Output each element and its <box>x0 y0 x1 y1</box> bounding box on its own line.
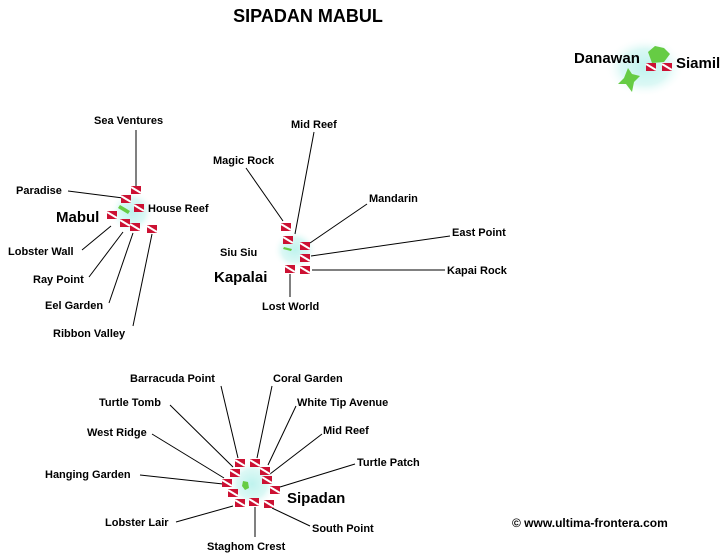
site-label: Ray Point <box>33 274 84 286</box>
mabul-island-shape <box>118 205 130 214</box>
dive-flag-icon <box>284 265 296 273</box>
site-label: Ribbon Valley <box>53 328 126 340</box>
site-label: Mandarin <box>369 193 418 205</box>
dive-flag-icon <box>106 211 118 219</box>
dive-flag-icon <box>299 242 311 250</box>
siamil-island-shape <box>648 46 670 63</box>
dive-flag-icon <box>227 489 239 497</box>
kapalai-label: Kapalai <box>214 269 267 286</box>
mabul-label: Mabul <box>56 209 99 226</box>
site-label: Lost World <box>262 301 319 313</box>
site-label: West Ridge <box>87 427 147 439</box>
site-label: Sea Ventures <box>94 115 163 127</box>
danawan-label: Danawan <box>574 50 640 67</box>
reef-glow <box>605 37 685 97</box>
dive-flag-icon <box>146 225 158 233</box>
site-label: Turtle Patch <box>357 457 420 469</box>
site-label: House Reef <box>148 203 209 215</box>
kapalai-group: Mid Reef Magic Rock Mandarin Siu Siu Eas… <box>213 119 508 313</box>
site-label: East Point <box>452 227 506 239</box>
dive-flag-icon <box>261 476 273 484</box>
dive-flag-icon <box>133 204 145 212</box>
dive-flag-icon <box>120 195 132 203</box>
dive-flag-icon <box>263 500 275 508</box>
sipadan-island-shape <box>242 481 249 490</box>
dive-flag-icon <box>129 223 141 231</box>
site-label: Kapai Rock <box>447 265 508 277</box>
site-label: Coral Garden <box>273 373 343 385</box>
site-label: Lobster Lair <box>105 517 169 529</box>
site-label: Paradise <box>16 185 62 197</box>
dive-flag-icon <box>645 63 657 71</box>
site-label: Barracuda Point <box>130 373 215 385</box>
site-label: Magic Rock <box>213 155 275 167</box>
dive-flag-icon <box>299 254 311 262</box>
dive-flag-icon <box>280 223 292 231</box>
mabul-group: Sea Ventures Paradise House Reef Lobster… <box>8 115 209 340</box>
site-label: Mid Reef <box>291 119 337 131</box>
site-label: Lobster Wall <box>8 246 74 258</box>
dive-flag-icon <box>269 486 281 494</box>
site-label: Mid Reef <box>323 425 369 437</box>
map-title: SIPADAN MABUL <box>233 6 383 26</box>
site-label: Turtle Tomb <box>99 397 161 409</box>
dive-flag-icon <box>234 459 246 467</box>
dive-flag-icon <box>229 469 241 477</box>
site-label: White Tip Avenue <box>297 397 388 409</box>
dive-flag-icon <box>119 219 131 227</box>
dive-flag-icon <box>259 467 271 475</box>
dive-flag-icon <box>282 236 294 244</box>
danawan-island-shape <box>618 68 640 92</box>
sipadan-group: Barracuda Point Coral Garden Turtle Tomb… <box>45 373 420 553</box>
site-label: Eel Garden <box>45 300 103 312</box>
site-label: Staghom Crest <box>207 541 286 553</box>
dive-flags <box>106 63 673 508</box>
siamil-label: Siamil <box>676 55 720 72</box>
dive-flag-icon <box>130 186 142 194</box>
site-label: Hanging Garden <box>45 469 131 481</box>
dive-flag-icon <box>248 498 260 506</box>
dive-flag-icon <box>221 479 233 487</box>
dive-flag-icon <box>249 459 261 467</box>
sipadan-label: Sipadan <box>287 490 345 507</box>
site-label: South Point <box>312 523 374 535</box>
copyright-text: © www.ultima-frontera.com <box>512 516 668 530</box>
site-label: Siu Siu <box>220 247 257 259</box>
dive-flag-icon <box>234 499 246 507</box>
reef-glow <box>273 230 317 270</box>
danawan-siamil-group: Danawan Siamil <box>574 37 720 97</box>
dive-flag-icon <box>661 63 673 71</box>
kapalai-island-shape <box>283 247 292 251</box>
dive-flag-icon <box>299 266 311 274</box>
